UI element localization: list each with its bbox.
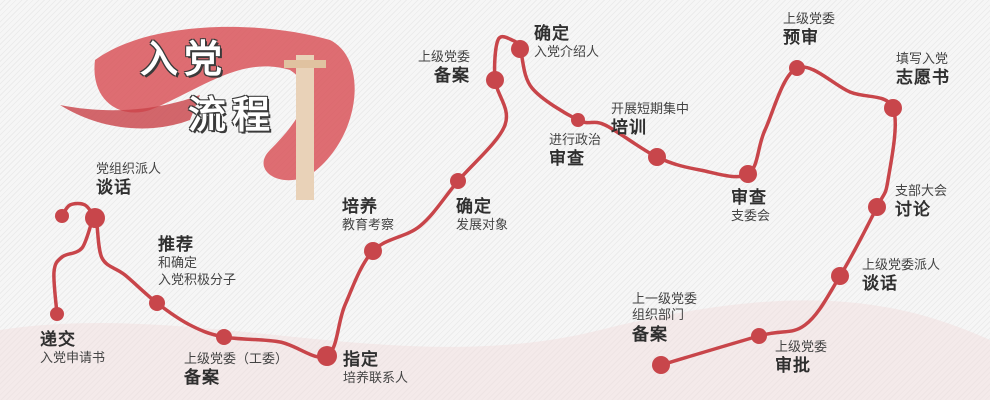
step-desc: 和确定 — [158, 256, 198, 272]
step-desc: 上级党委（工委） — [184, 352, 289, 367]
step-title: 培养 — [342, 197, 378, 217]
step-desc: 上一级党委 — [632, 292, 698, 307]
step-title: 谈话 — [862, 274, 898, 295]
step-desc: 组织部门 — [632, 308, 685, 324]
step-title: 讨论 — [895, 200, 931, 221]
step-title: 审查 — [731, 188, 767, 208]
step-4: 上级党委（工委）备案 — [184, 352, 288, 390]
step-node — [648, 148, 666, 166]
step-5: 指定培养联系人 — [343, 350, 408, 388]
step-desc: 发展对象 — [456, 218, 509, 234]
step-title: 确定 — [534, 24, 570, 44]
step-desc: 进行政治 — [549, 133, 602, 148]
step-node — [216, 329, 232, 345]
step-node — [511, 40, 529, 58]
step-14: 填写入党志愿书 — [896, 52, 950, 90]
step-title: 推荐 — [158, 235, 194, 255]
step-15: 支部大会讨论 — [895, 184, 947, 222]
step-desc: 培养联系人 — [343, 371, 409, 387]
wave-decoration — [0, 300, 990, 400]
step-16: 上级党委派人谈话 — [862, 258, 940, 296]
step-12: 审查支委会 — [731, 188, 770, 226]
column-cap — [284, 60, 326, 68]
step-node — [55, 209, 69, 223]
step-title: 志愿书 — [896, 68, 950, 89]
step-title: 备案 — [632, 324, 668, 345]
step-desc: 支部大会 — [895, 184, 948, 199]
step-desc: 支委会 — [731, 209, 771, 225]
step-title: 审批 — [775, 356, 811, 377]
step-title: 审查 — [549, 149, 585, 170]
step-desc: 党组织派人 — [96, 162, 162, 177]
step-title: 指定 — [343, 350, 379, 370]
step-7: 确定发展对象 — [456, 197, 508, 235]
step-10: 进行政治审查 — [549, 133, 601, 171]
step-desc: 上级党委 — [775, 340, 828, 355]
step-11: 开展短期集中培训 — [611, 102, 689, 140]
step-8: 上级党委备案 — [418, 50, 470, 88]
step-6: 培养教育考察 — [342, 197, 394, 235]
step-node — [652, 356, 670, 374]
title-line1: 入党 — [140, 37, 229, 81]
flow-line — [52, 34, 897, 367]
step-title: 递交 — [40, 330, 76, 350]
step-title: 确定 — [456, 197, 492, 217]
step-title: 培训 — [611, 118, 647, 139]
step-node — [50, 307, 64, 321]
step-node — [149, 295, 165, 311]
step-desc: 入党介绍人 — [534, 45, 600, 61]
step-13: 上级党委预审 — [783, 12, 835, 50]
step-desc: 上级党委 — [783, 12, 836, 27]
step-title: 备案 — [434, 66, 471, 87]
title-line2: 流程 — [188, 93, 277, 137]
step-3: 推荐和确定入党积极分子 — [158, 235, 236, 289]
step-18: 上一级党委组织部门备案 — [632, 292, 697, 346]
step-node — [884, 99, 902, 117]
step-node — [317, 346, 337, 366]
step-node — [868, 198, 886, 216]
step-desc: 填写入党 — [896, 52, 949, 67]
step-node — [486, 71, 504, 89]
step-node — [739, 165, 757, 183]
step-node — [450, 173, 466, 189]
step-9: 确定入党介绍人 — [534, 24, 599, 62]
step-desc: 上级党委派人 — [862, 258, 941, 273]
step-17: 上级党委审批 — [775, 340, 827, 378]
step-1: 递交入党申请书 — [40, 330, 105, 368]
step-node — [789, 60, 805, 76]
step-2: 党组织派人谈话 — [96, 162, 161, 200]
step-node — [831, 267, 849, 285]
step-desc: 开展短期集中 — [611, 102, 690, 117]
step-node — [751, 328, 767, 344]
step-desc: 教育考察 — [342, 218, 395, 234]
step-title: 谈话 — [96, 178, 132, 199]
step-desc: 入党积极分子 — [158, 272, 237, 288]
step-title: 预审 — [783, 28, 819, 49]
step-node — [85, 208, 105, 228]
step-title: 备案 — [184, 368, 220, 389]
step-node — [364, 242, 382, 260]
step-node — [571, 113, 585, 127]
ribbon-tail — [60, 95, 200, 129]
step-desc: 上级党委 — [418, 50, 471, 65]
huabiao-column-icon — [296, 55, 314, 200]
step-desc: 入党申请书 — [40, 351, 106, 367]
